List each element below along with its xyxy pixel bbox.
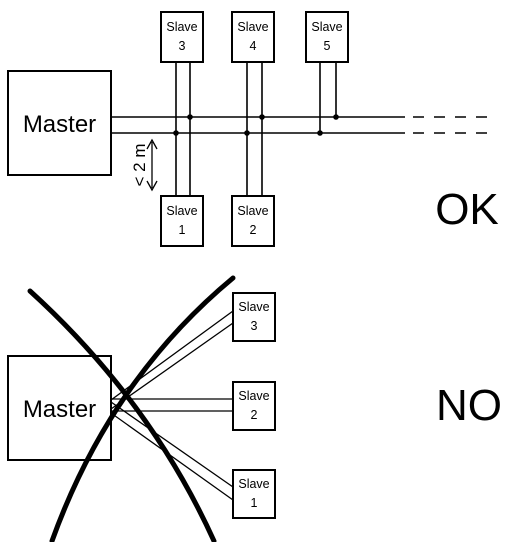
slave-label: Slave <box>166 20 197 34</box>
slave-label: Slave <box>238 300 269 314</box>
star-wire <box>110 401 234 488</box>
master-label: Master <box>23 396 96 423</box>
slave-label: Slave <box>311 20 342 34</box>
star-wire <box>110 322 234 410</box>
slave-label: Slave <box>237 204 268 218</box>
distance-arrow <box>146 138 158 192</box>
slave-number: 4 <box>250 39 257 53</box>
slave-1-box: Slave 1 <box>160 195 204 247</box>
no-diagram: Master Slave 3 Slave 2 Slave 1 NO <box>7 275 502 542</box>
no-verdict-label: NO <box>436 381 502 430</box>
junction-dot <box>333 114 339 120</box>
slave-number: 2 <box>251 408 258 422</box>
junction-dot <box>259 114 265 120</box>
master-box <box>7 70 112 176</box>
slave-3-box: Slave 3 <box>160 11 204 63</box>
slave-4-box: Slave 4 <box>231 11 275 63</box>
slave-label: Slave <box>237 20 268 34</box>
slave-number: 3 <box>251 319 258 333</box>
slave-1-box: Slave 1 <box>232 469 276 519</box>
slave-5-box: Slave 5 <box>305 11 349 63</box>
ok-verdict-label: OK <box>435 185 499 234</box>
junction-dot <box>244 130 250 136</box>
ok-diagram: Master Slave 3 Slave 4 Slave 5 Slave 1 S <box>7 11 499 247</box>
slave-label: Slave <box>238 389 269 403</box>
junction-dot <box>173 130 179 136</box>
slave-2-box: Slave 2 <box>231 195 275 247</box>
slave-2-box: Slave 2 <box>232 381 276 431</box>
slave-number: 5 <box>324 39 331 53</box>
junction-dot <box>317 130 323 136</box>
slave-label: Slave <box>238 477 269 491</box>
slave-3-box: Slave 3 <box>232 292 276 342</box>
master-label: Master <box>23 111 96 138</box>
slave-number: 2 <box>250 223 257 237</box>
junction-dot <box>187 114 193 120</box>
distance-label: < 2 m <box>130 144 149 187</box>
star-wire <box>110 412 234 501</box>
cross-out-stroke <box>27 288 217 542</box>
cross-out-stroke <box>49 275 236 542</box>
slave-number: 1 <box>251 496 258 510</box>
slave-number: 3 <box>179 39 186 53</box>
slave-label: Slave <box>166 204 197 218</box>
slave-number: 1 <box>179 223 186 237</box>
